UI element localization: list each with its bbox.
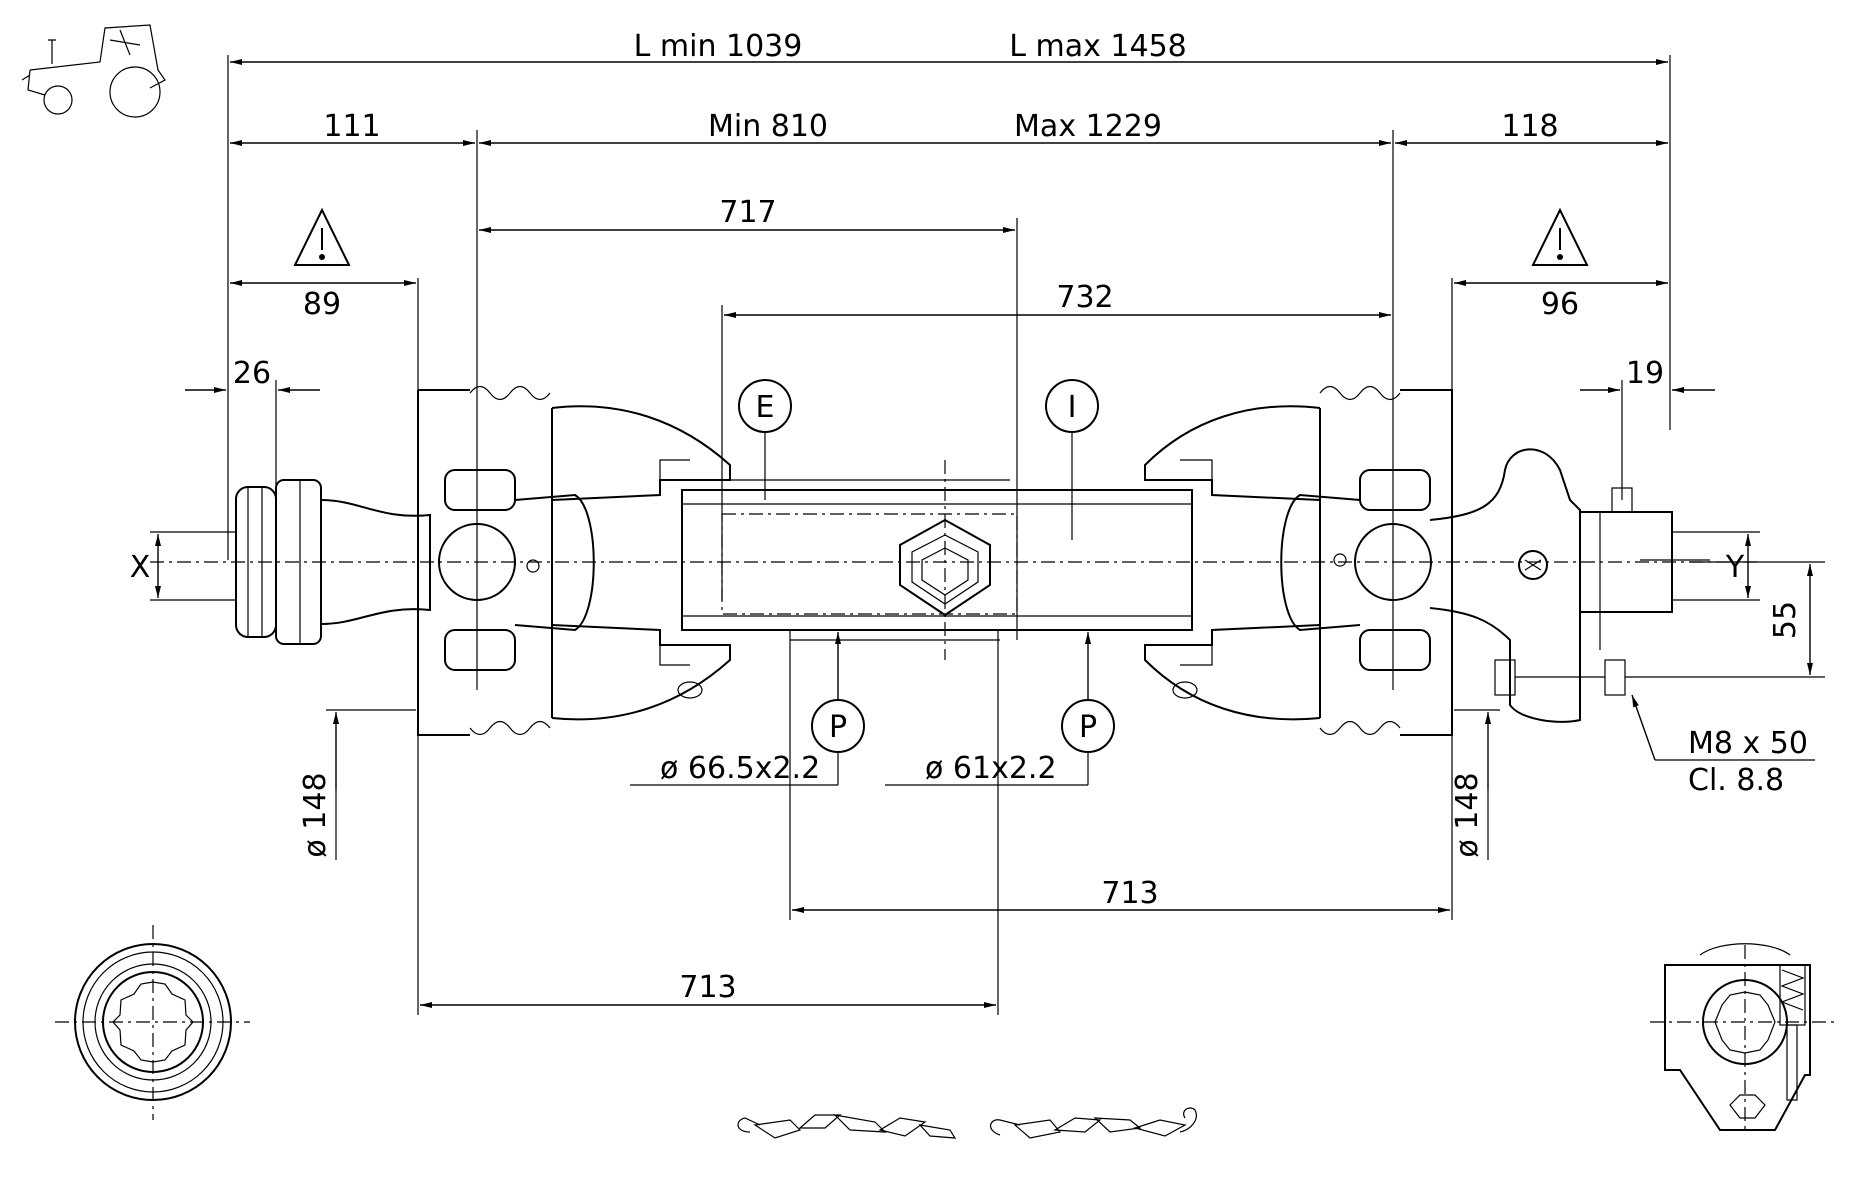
- right-end-view: [1650, 943, 1835, 1131]
- dim-offset: 55: [1768, 601, 1803, 639]
- left-end-view: [55, 925, 250, 1120]
- dim-right-guard: 96: [1541, 287, 1579, 322]
- marker-bubbles: E I P ø 66.5x2.2 P ø 61x2.2: [630, 379, 1115, 786]
- end-dimensions: X Y 55: [130, 531, 1825, 678]
- dim-l-max: L max 1458: [1009, 29, 1187, 64]
- svg-text:I: I: [1068, 390, 1077, 425]
- tractor-icon: [21, 24, 166, 118]
- dim-bottom-left: 713: [679, 970, 736, 1005]
- warning-triangle-icon: [1531, 207, 1589, 266]
- dimension-lines-top: L min 1039 L max 1458 111 Min 810 Max 12…: [185, 29, 1715, 690]
- svg-text:P: P: [829, 710, 847, 745]
- dim-left-guard: 89: [303, 287, 341, 322]
- dim-left-small: 26: [233, 356, 271, 391]
- marker-y: Y: [1725, 550, 1745, 585]
- dim-min: Min 810: [708, 109, 828, 144]
- dimension-lines-bottom: 713 713: [417, 630, 1453, 1015]
- safety-chain-icon: [990, 1107, 1197, 1139]
- svg-text:E: E: [756, 390, 775, 425]
- bolt-class: Cl. 8.8: [1688, 763, 1784, 798]
- bolt-size: M8 x 50: [1688, 726, 1808, 761]
- marker-e: [738, 379, 792, 433]
- shaft-body: [235, 385, 1710, 736]
- dim-right-end: 118: [1501, 109, 1558, 144]
- guard-diameters: ø 148 ø 148: [298, 709, 1500, 860]
- warning-triangle-icon: [293, 207, 351, 266]
- tube-outer-size: ø 66.5x2.2: [660, 751, 820, 786]
- guard-diameter-right: ø 148: [1450, 772, 1485, 857]
- safety-chain-icon: [737, 1114, 957, 1139]
- svg-text:P: P: [1079, 710, 1097, 745]
- dim-bottom-right: 713: [1101, 876, 1158, 911]
- dim-outer-len: 732: [1056, 280, 1113, 315]
- bolt-callout: M8 x 50 Cl. 8.8: [1631, 694, 1815, 798]
- marker-i: [1045, 379, 1099, 433]
- dim-right-small: 19: [1626, 356, 1664, 391]
- marker-x: X: [130, 550, 151, 585]
- guard-diameter-left: ø 148: [298, 772, 333, 857]
- dim-max: Max 1229: [1014, 109, 1162, 144]
- dim-l-min: L min 1039: [634, 29, 803, 64]
- tube-inner-size: ø 61x2.2: [925, 751, 1057, 786]
- dim-inner-len: 717: [719, 195, 776, 230]
- dim-left-end: 111: [323, 109, 380, 144]
